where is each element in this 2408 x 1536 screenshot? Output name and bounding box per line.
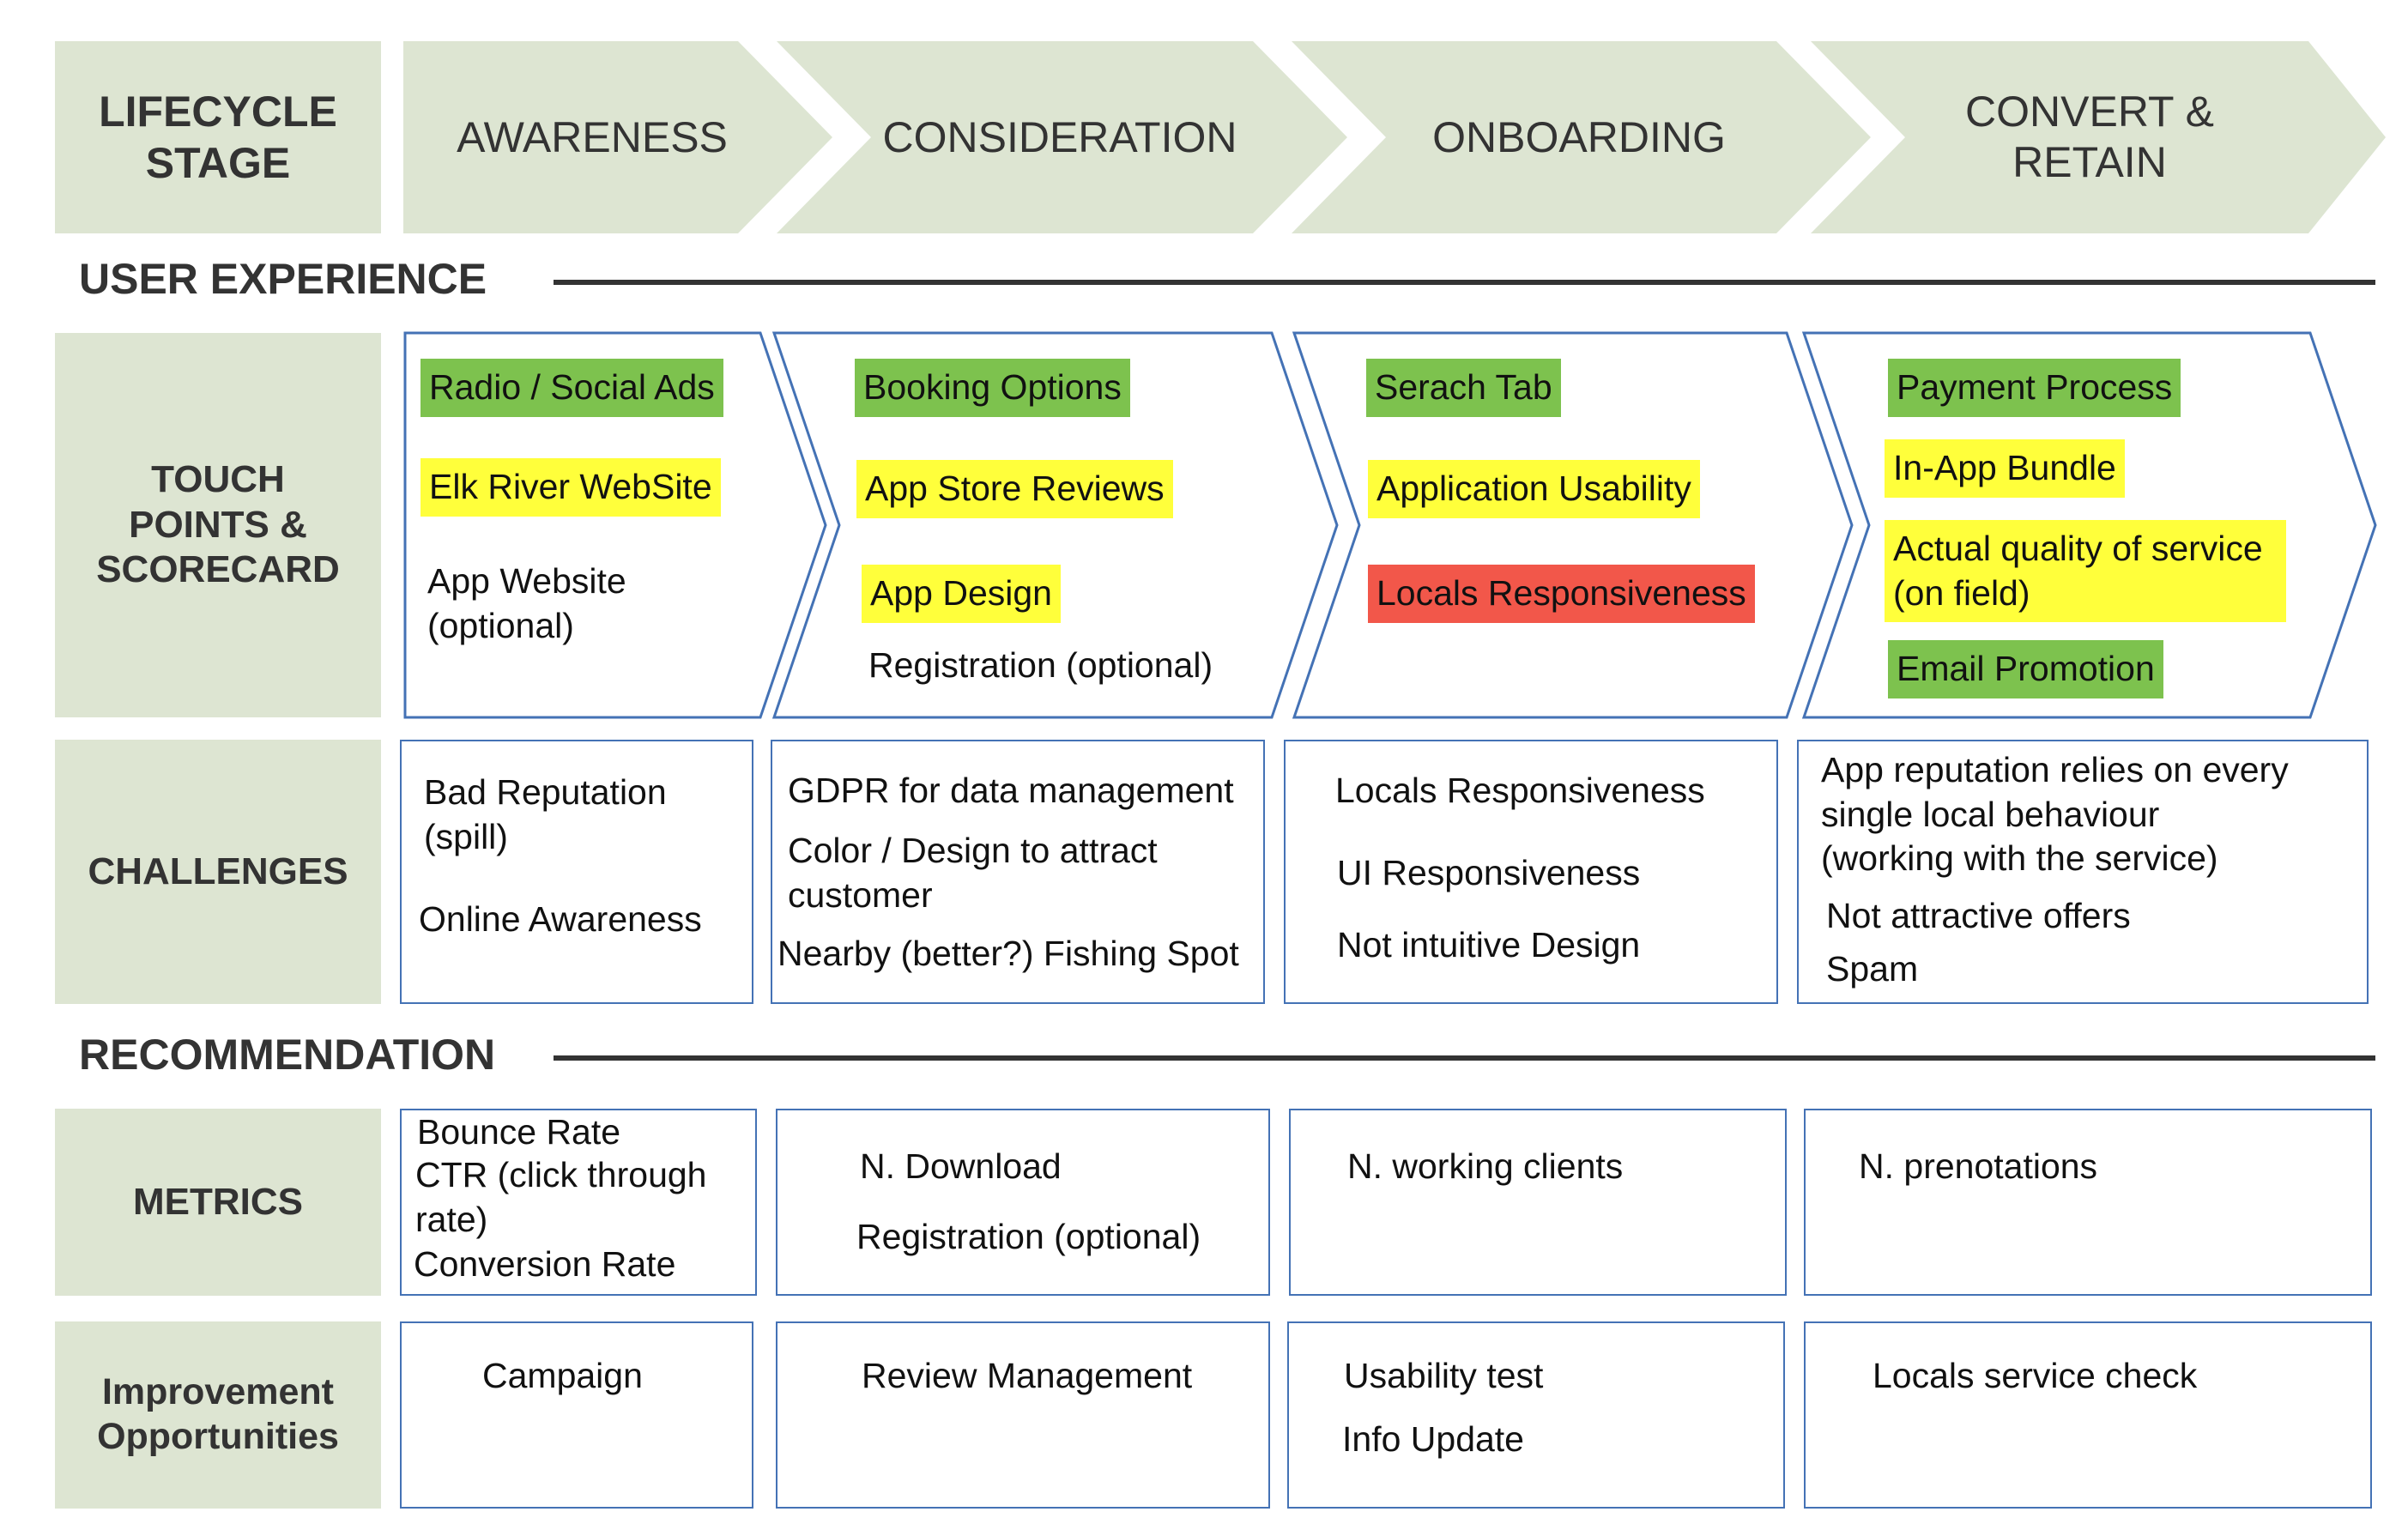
touch-point-app-design: App Design [862,565,1061,623]
stage-chevron-awareness [403,41,832,233]
improvement-cell-awareness: Campaign [400,1321,753,1509]
challenge-ui-responsiveness: UI Responsiveness [1337,853,1641,892]
metric-n-prenotations: N. prenotations [1859,1146,2098,1186]
challenges-cell-convert: App reputation relies on every single lo… [1797,740,2369,1004]
touch-point-in-app-bundle: In-App Bundle [1885,439,2125,498]
challenge-bad-reputation: Bad Reputation (spill) [424,772,667,856]
challenge-online-awareness: Online Awareness [419,899,702,939]
improvement-cell-onboarding: Usability test Info Update [1287,1321,1785,1509]
touch-point-radio-social-ads: Radio / Social Ads [420,359,723,417]
touch-point-quality-of-service: Actual quality of service (on field) [1885,520,2286,623]
improvement-cell-convert: Locals service check [1804,1321,2372,1509]
section-rule-user-experience [554,280,2375,285]
metrics-cell-convert: N. prenotations [1804,1109,2372,1296]
metrics-cell-consideration: N. Download Registration (optional) [776,1109,1270,1296]
section-rule-recommendation [554,1055,2375,1061]
touch-point-app-website: App Website (optional) [427,561,626,645]
improvement-usability-test: Usability test [1344,1356,1544,1395]
improvement-cell-consideration: Review Management [776,1321,1270,1509]
section-title-recommendation: RECOMMENDATION [79,1031,496,1079]
stage-chevron-onboarding [1292,41,1871,233]
metrics-cell-onboarding: N. working clients [1289,1109,1787,1296]
touch-point-email-promotion: Email Promotion [1888,640,2163,698]
improvement-review-management: Review Management [862,1356,1193,1395]
challenges-cell-onboarding: Locals Responsiveness UI Responsiveness … [1284,740,1778,1004]
row-label-challenges: CHALLENGES [55,740,381,1004]
stage-onboarding: ONBOARDING [1432,112,1726,161]
touch-point-registration: Registration (optional) [868,645,1213,685]
metric-registration: Registration (optional) [856,1217,1201,1256]
challenges-cell-awareness: Bad Reputation (spill) Online Awareness [400,740,753,1004]
touch-point-application-usability: Application Usability [1368,460,1700,518]
stage-chevron-consideration [777,41,1347,233]
improvement-info-update: Info Update [1342,1419,1524,1459]
row-label-improvement: Improvement Opportunities [55,1321,381,1509]
metric-ctr: CTR (click through rate) [415,1155,707,1239]
challenge-not-intuitive-design: Not intuitive Design [1337,925,1641,965]
challenges-cell-consideration: GDPR for data management Color / Design … [771,740,1265,1004]
challenge-nearby-fishing-spot: Nearby (better?) Fishing Spot [777,934,1239,973]
challenge-locals-responsiveness: Locals Responsiveness [1335,771,1705,810]
metric-n-download: N. Download [860,1146,1062,1186]
touch-point-search-tab: Serach Tab [1366,359,1561,417]
stage-consideration: CONSIDERATION [882,112,1237,161]
challenge-spam: Spam [1826,949,1919,989]
row-label-metrics: METRICS [55,1109,381,1296]
metric-conversion-rate: Conversion Rate [414,1244,676,1284]
stage-convert-retain: CONVERT & RETAIN [1965,88,2214,186]
stage-awareness: AWARENESS [457,112,728,161]
metrics-cell-awareness: Bounce Rate CTR (click through rate) Con… [400,1109,757,1296]
touch-point-payment-process: Payment Process [1888,359,2181,417]
lifecycle-stage-label: LIFECYCLE STAGE [55,41,381,233]
touch-point-elk-river-website: Elk River WebSite [420,458,721,517]
touch-point-booking-options: Booking Options [855,359,1130,417]
stage-chevron-convert [1811,41,2386,233]
row-label-touch-points: TOUCH POINTS & SCORECARD [55,333,381,717]
improvement-campaign: Campaign [482,1356,643,1395]
challenge-color-design: Color / Design to attract customer [788,831,1158,915]
touch-chevron-awareness [403,331,827,719]
section-title-user-experience: USER EXPERIENCE [79,255,487,303]
challenge-app-reputation: App reputation relies on every single lo… [1821,750,2289,879]
improvement-locals-service-check: Locals service check [1873,1356,2198,1395]
touch-point-app-store-reviews: App Store Reviews [856,460,1173,518]
touch-point-locals-responsiveness: Locals Responsiveness [1368,565,1755,623]
challenge-not-attractive-offers: Not attractive offers [1826,896,2131,935]
metric-bounce-rate: Bounce Rate [417,1112,621,1152]
challenge-gdpr: GDPR for data management [788,771,1234,810]
metric-n-working-clients: N. working clients [1347,1146,1624,1186]
